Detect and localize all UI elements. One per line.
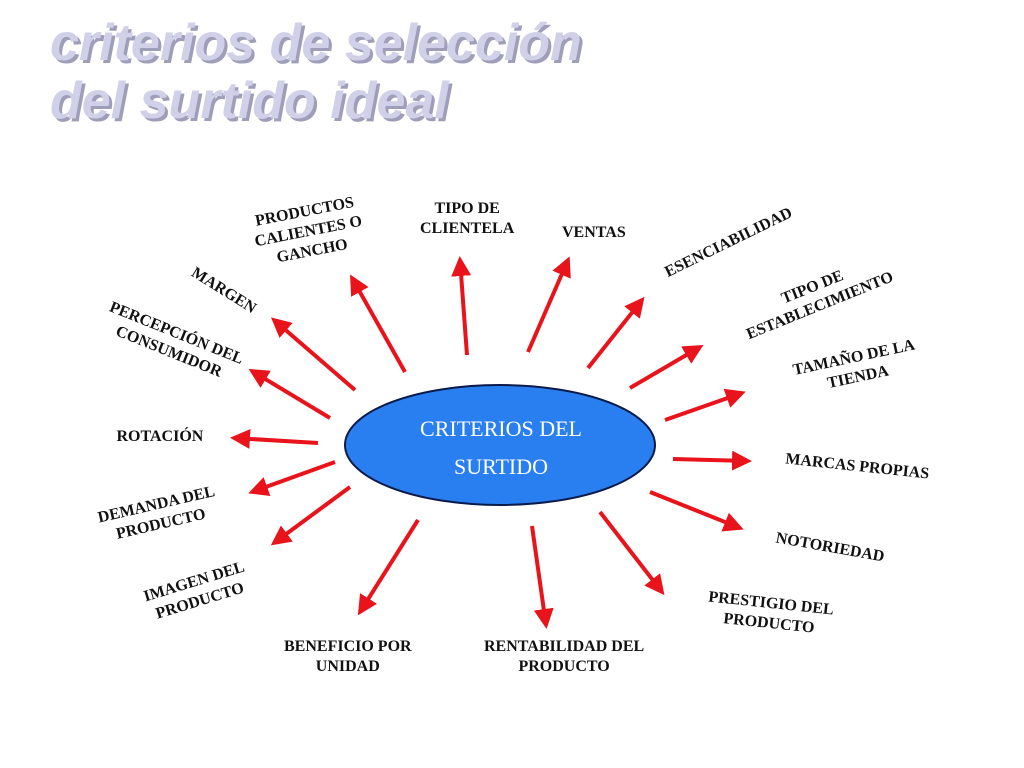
criterion-rentabilidad-del-producto: RENTABILIDAD DEL PRODUCTO: [484, 637, 644, 677]
criterion-rentabilidad-del-producto-line-1: RENTABILIDAD DEL: [484, 638, 645, 655]
arrow-tamano-de-la-tienda: [664, 388, 746, 422]
arrow-beneficio-por-unidad: [357, 518, 420, 616]
arrow-demanda-del-producto: [248, 460, 336, 496]
center-label: CRITERIOS DEL SURTIDO: [345, 410, 657, 486]
criterion-ventas: VENTAS: [562, 223, 626, 243]
arrow-tipo-de-establecimiento: [628, 344, 704, 390]
arrow-marcas-propias: [672, 450, 752, 471]
arrow-prestigio-del-producto: [598, 510, 665, 596]
slide-title: criterios de selección del surtido ideal: [50, 14, 582, 130]
slide-title-line-1: criterios de selección: [50, 14, 582, 72]
center-label-line-2: SURTIDO: [453, 454, 548, 479]
arrow-rotacion: [230, 428, 319, 449]
criterion-ventas-line-1: VENTAS: [562, 224, 626, 241]
arrow-rentabilidad-del-producto: [530, 525, 554, 629]
arrow-margen: [270, 317, 357, 392]
arrow-productos-calientes: [350, 274, 407, 373]
arrow-esenciabilidad: [586, 296, 645, 370]
criterion-rotacion-line-1: ROTACIÓN: [116, 428, 204, 445]
arrow-percepcion-del-consumidor: [248, 368, 332, 420]
arrow-notoriedad: [649, 490, 744, 532]
center-label-line-1: CRITERIOS DEL: [420, 416, 582, 441]
criterion-beneficio-por-unidad-line-1: BENEFICIO POR: [284, 638, 412, 655]
criterion-tipo-de-clientela-line-2: CLIENTELA: [420, 220, 515, 237]
slide-title-line-2: del surtido ideal: [50, 72, 449, 130]
arrow-imagen-del-producto: [270, 485, 352, 546]
criterion-rentabilidad-del-producto-line-2: PRODUCTO: [518, 658, 610, 675]
criterion-rotacion: ROTACIÓN: [117, 427, 204, 447]
criterion-beneficio-por-unidad: BENEFICIO POR UNIDAD: [284, 637, 412, 677]
criterion-tipo-de-clientela-line-1: TIPO DE: [434, 200, 500, 217]
criterion-tipo-de-clientela: TIPO DE CLIENTELA: [420, 199, 514, 239]
arrow-ventas: [526, 256, 571, 353]
criterion-beneficio-por-unidad-line-2: UNIDAD: [315, 658, 380, 675]
center-ellipse: [344, 384, 656, 506]
arrow-group: [230, 256, 752, 629]
arrow-tipo-de-clientela: [451, 256, 472, 356]
